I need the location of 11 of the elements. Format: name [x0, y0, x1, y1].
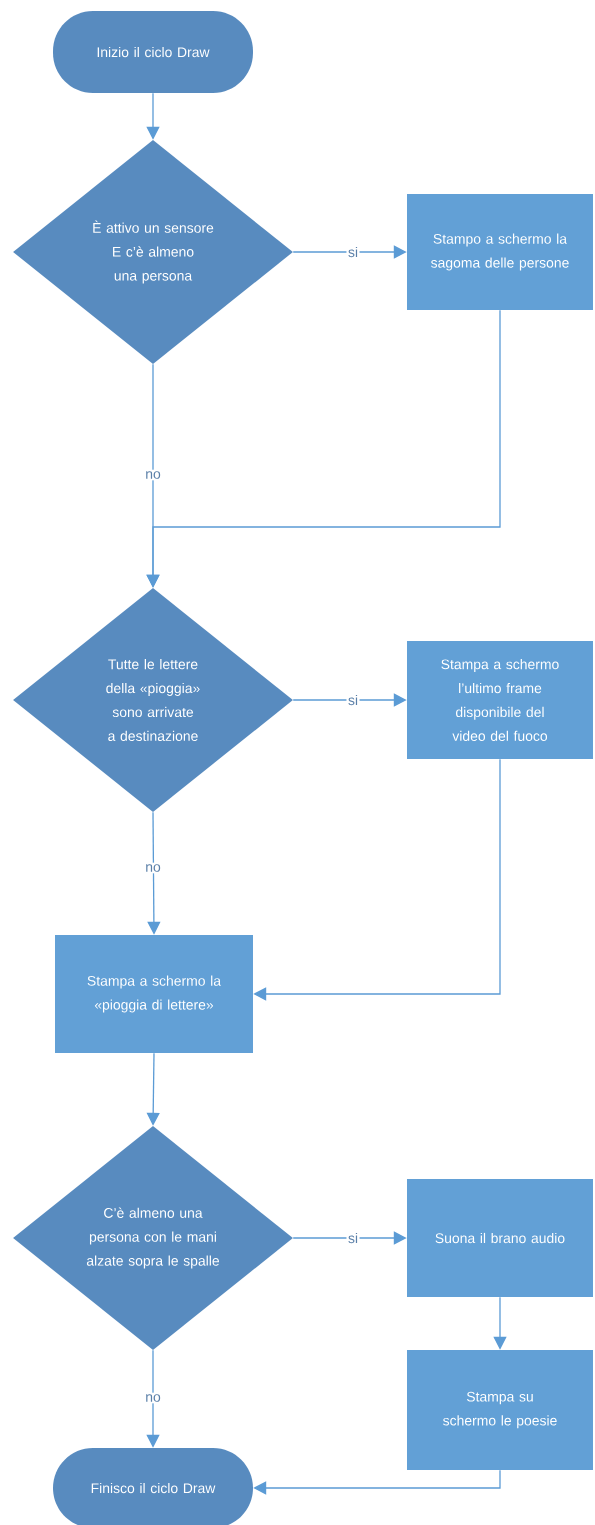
- edge-label: si: [346, 693, 360, 707]
- edge-label: no: [143, 469, 163, 481]
- edge-label: no: [143, 1392, 163, 1404]
- edge-label: si: [346, 245, 360, 259]
- process-box: Stampa a schermo la «pioggia di lettere»: [55, 935, 253, 1053]
- process-box: Stampa su schermo le poesie: [407, 1350, 593, 1470]
- edge-label: no: [143, 862, 163, 874]
- process-box: Stampo a schermo la sagoma delle persone: [407, 194, 593, 310]
- process-box: Suona il brano audio: [407, 1179, 593, 1297]
- edge-label: si: [346, 1231, 360, 1245]
- process-box: Stampa a schermo l’ultimo frame disponibile del video del fuoco: [407, 641, 593, 759]
